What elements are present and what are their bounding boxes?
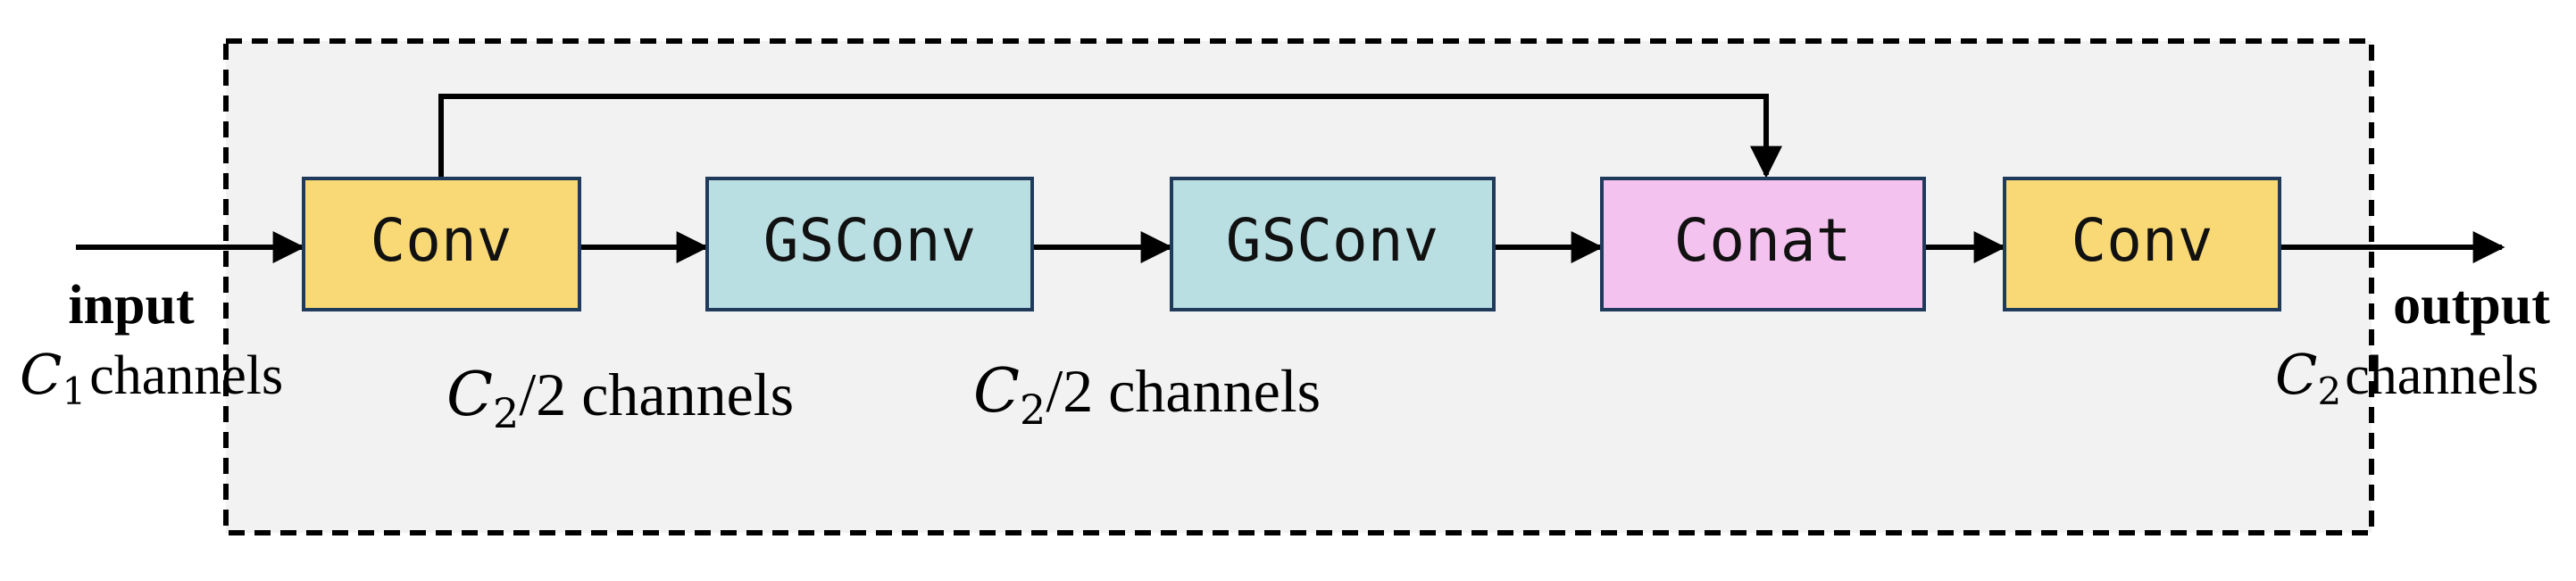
output-label: output [2393, 275, 2550, 336]
output-channels-unit: channels [2345, 345, 2538, 406]
conv-block-output: Conv [2003, 177, 2281, 311]
conv-block-input-label: Conv [371, 206, 513, 275]
gsconv-block-1-label: GSConv [763, 206, 976, 275]
mid-channels-label-2: C2/2 channels [973, 356, 1321, 434]
gsconv-block-2-label: GSConv [1226, 206, 1438, 275]
output-channels-symbol: C [2275, 342, 2317, 407]
mid-channels-1-subscript: 2 [493, 389, 519, 437]
mid-channels-1-symbol: C [446, 360, 493, 430]
conv-block-output-label: Conv [2072, 206, 2213, 275]
input-label: input [68, 275, 195, 336]
mid-channels-2-subscript: 2 [1020, 386, 1046, 434]
gsconv-block-2-box [1170, 177, 1496, 311]
output-channels-label: C2channels [2275, 342, 2538, 413]
conat-block-box [1600, 177, 1926, 311]
input-channels-symbol: C [20, 342, 62, 407]
conv-block-input: Conv [302, 177, 581, 311]
gsconv-block-2: GSConv [1170, 177, 1496, 311]
mid-channels-label-1: C2/2 channels [446, 360, 794, 437]
gsconv-block-1-box [705, 177, 1034, 311]
input-channels-unit: channels [89, 345, 283, 406]
mid-channels-2-symbol: C [973, 356, 1020, 427]
conv-block-output-box [2003, 177, 2281, 311]
gsconv-block-1: GSConv [705, 177, 1034, 311]
skip-connection-arrow [438, 94, 1782, 178]
input-channels-subscript: 1 [62, 369, 86, 413]
mid-channels-2-suffix: /2 channels [1046, 357, 1321, 425]
conv-block-input-box [302, 177, 581, 311]
output-channels-subscript: 2 [2317, 369, 2341, 413]
conat-block-label: Conat [1674, 206, 1852, 275]
mid-channels-1-suffix: /2 channels [519, 361, 794, 428]
input-channels-label: C1channels [20, 342, 283, 413]
conat-block: Conat [1600, 177, 1926, 311]
